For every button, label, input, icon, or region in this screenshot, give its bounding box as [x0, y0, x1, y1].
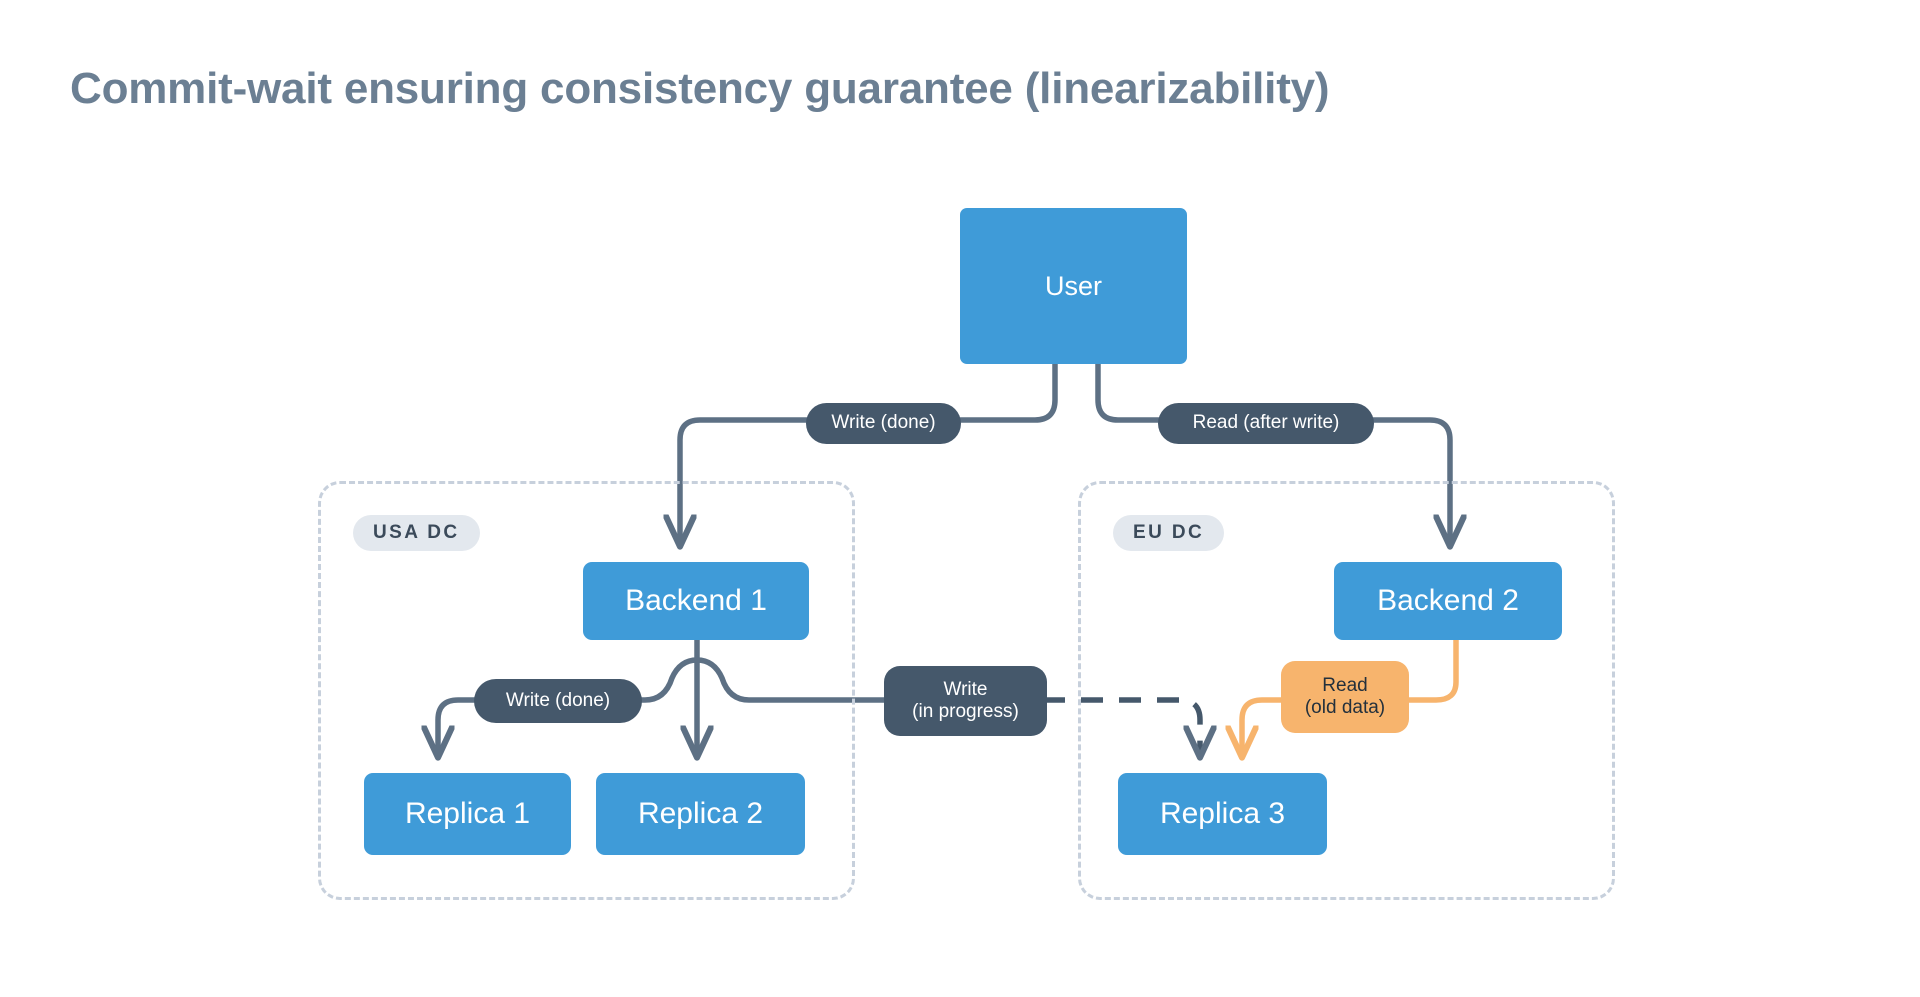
edge-label-read-after-write: Read (after write): [1158, 403, 1374, 444]
datacenter-container-usa: [318, 481, 855, 900]
node-replica-3[interactable]: Replica 3: [1118, 773, 1327, 855]
node-user[interactable]: User: [960, 208, 1187, 364]
datacenter-label-eu: EU DC: [1113, 515, 1225, 551]
edge-label-read-old-data: Read (old data): [1281, 661, 1409, 733]
edge-label-read-old-data-line-2: (old data): [1304, 697, 1386, 718]
datacenter-container-eu: [1078, 481, 1615, 900]
edge-label-read-old-data-line-1: Read: [1322, 674, 1368, 696]
node-replica-2[interactable]: Replica 2: [596, 773, 805, 855]
edge-label-write-in-progress-line-1: Write: [943, 678, 988, 700]
datacenter-label-usa: USA DC: [353, 515, 480, 551]
edge-label-write-in-progress: Write (in progress): [884, 666, 1047, 736]
edge-label-write-done-mid: Write (done): [474, 679, 642, 723]
node-replica-1[interactable]: Replica 1: [364, 773, 571, 855]
edge-label-write-done-top: Write (done): [806, 403, 961, 444]
edge-label-write-in-progress-line-2: (in progress): [912, 701, 1019, 722]
node-backend-1[interactable]: Backend 1: [583, 562, 809, 640]
page-title: Commit-wait ensuring consistency guarant…: [70, 64, 1330, 113]
node-backend-2[interactable]: Backend 2: [1334, 562, 1562, 640]
